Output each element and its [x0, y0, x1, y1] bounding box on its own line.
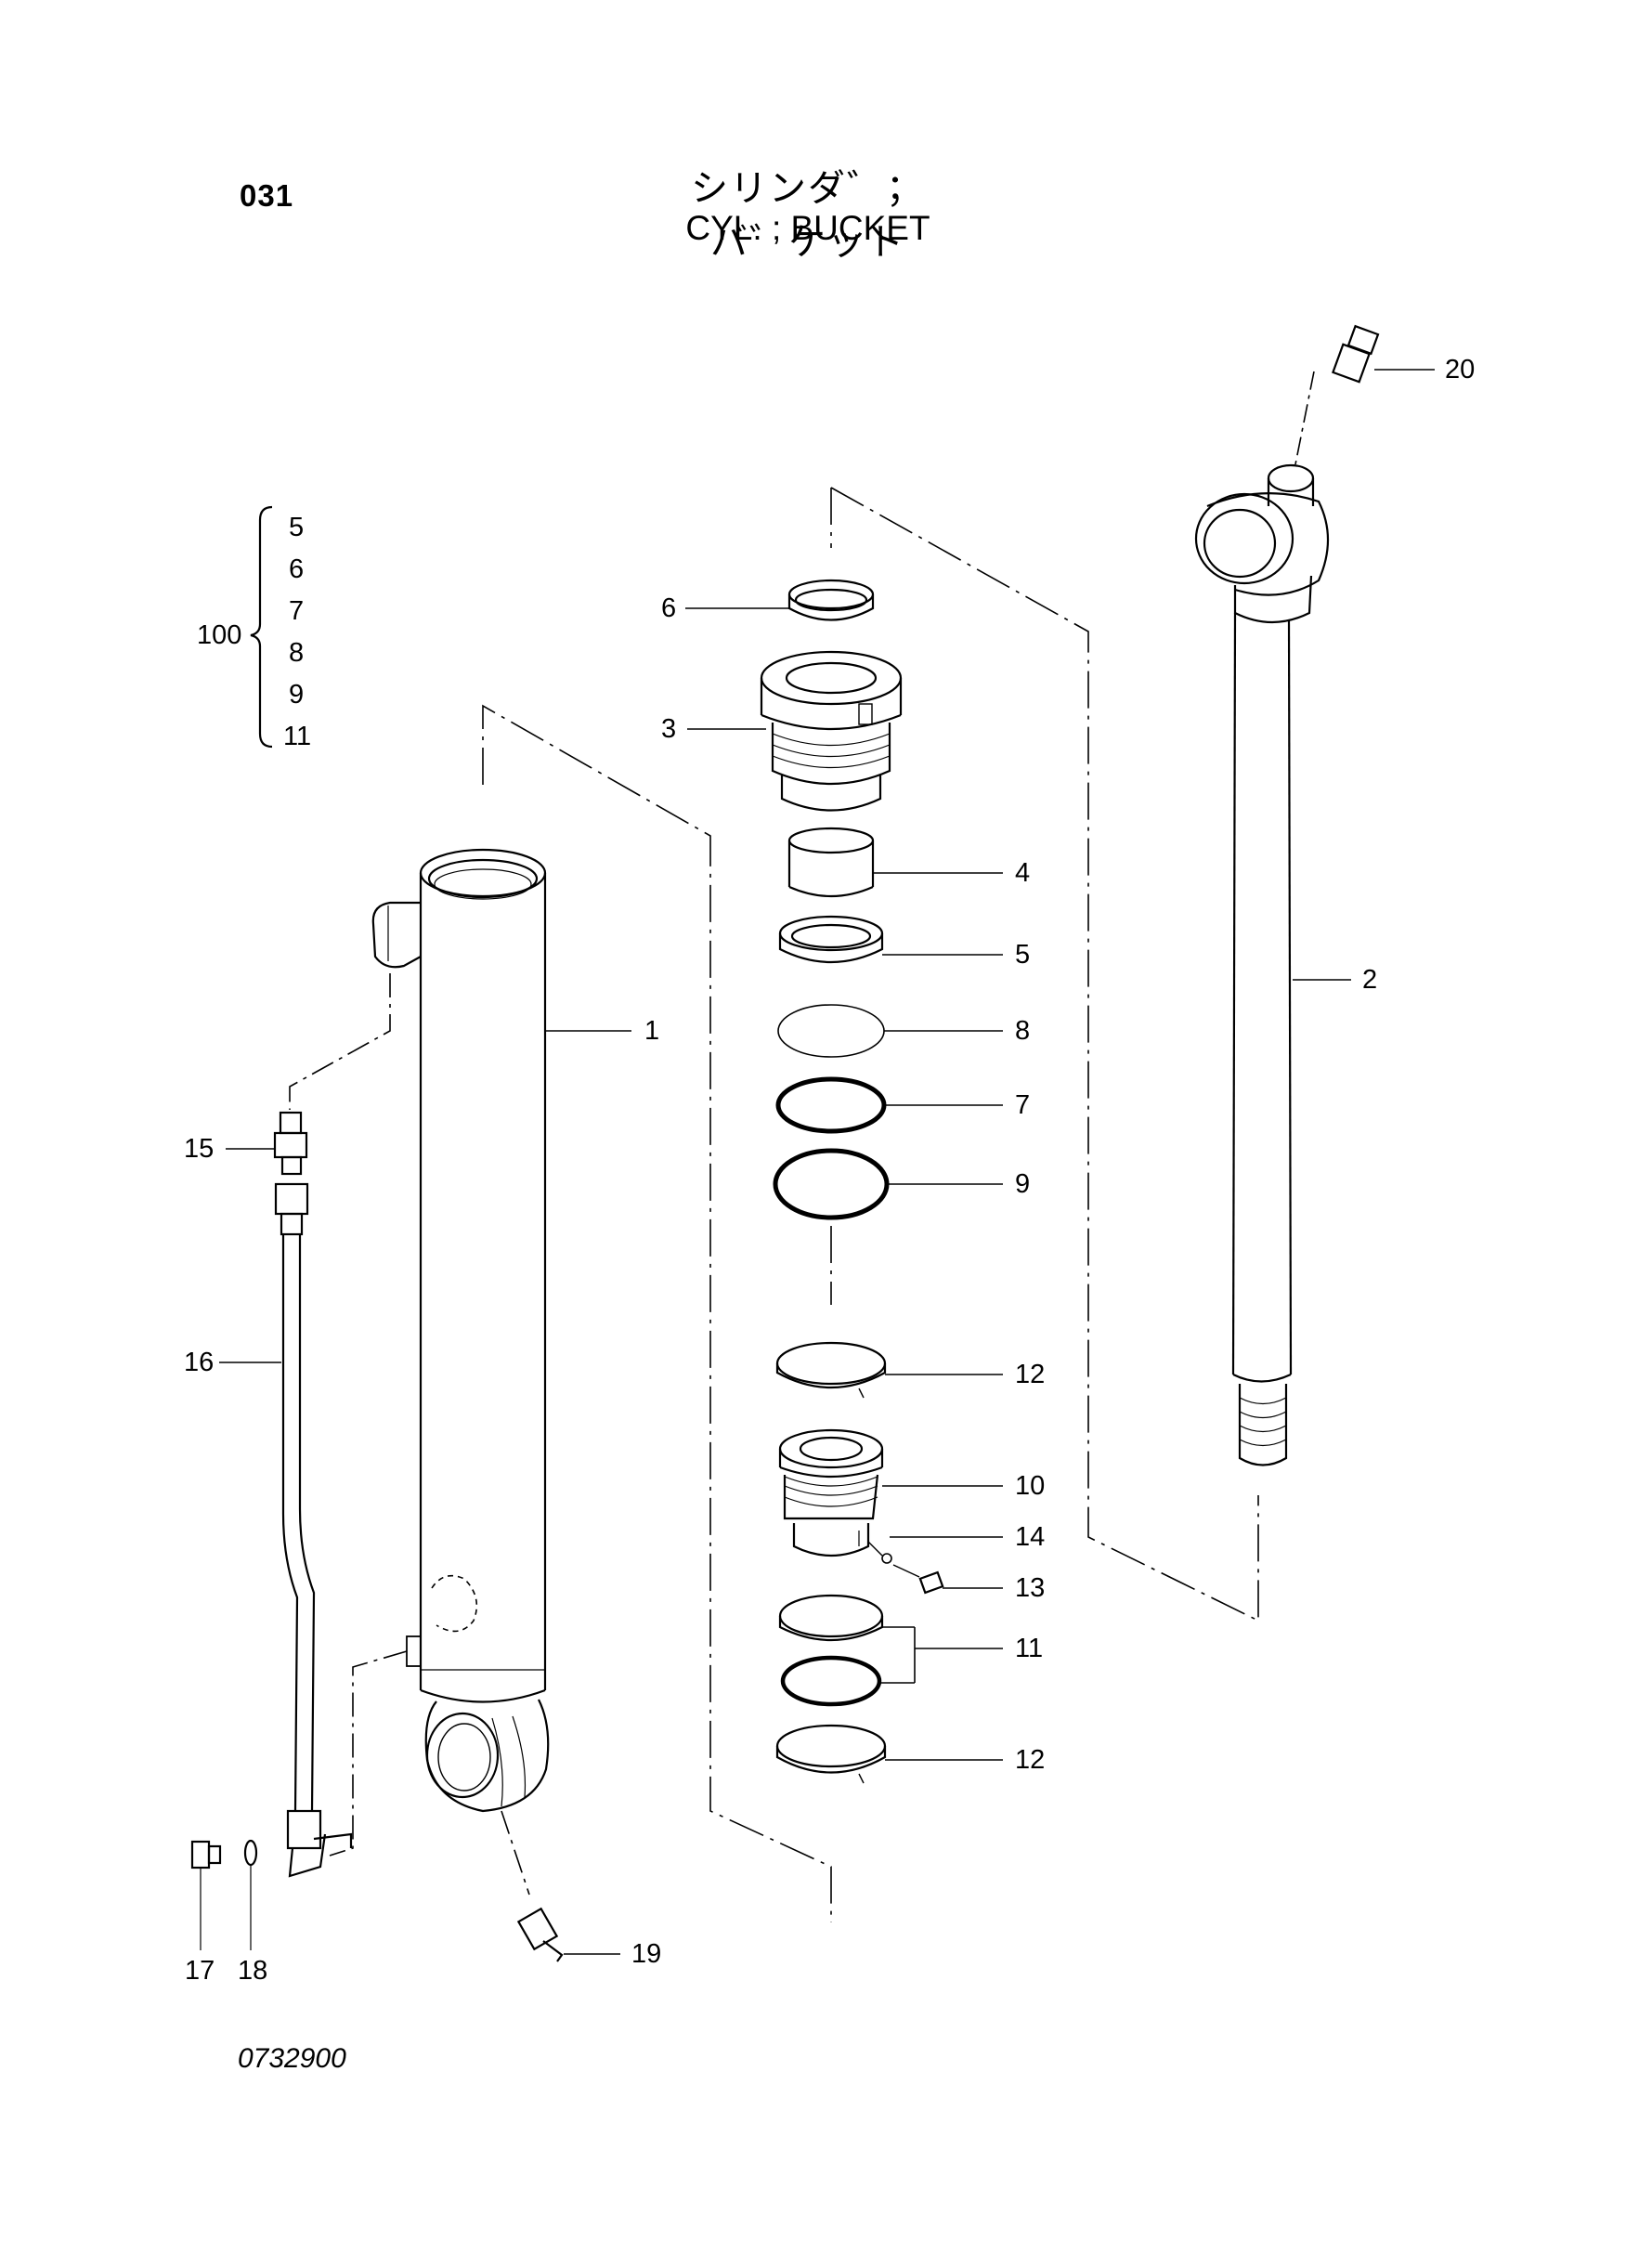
callout-15: 15	[184, 1134, 215, 1164]
kit-member: 11	[283, 722, 312, 751]
cylinder-head-3	[760, 650, 903, 812]
kit-member: 7	[289, 596, 305, 626]
kit-member: 5	[289, 513, 305, 542]
callout-16: 16	[184, 1348, 215, 1377]
piston-10	[778, 1428, 884, 1557]
kit-member: 9	[289, 680, 305, 710]
callout-12-upper: 12	[1015, 1360, 1046, 1389]
callout-1: 1	[644, 1016, 660, 1046]
callout-19: 19	[631, 1939, 662, 1969]
bushing-4	[787, 827, 875, 898]
dust-seal-6	[787, 579, 875, 621]
wear-ring-12-upper	[775, 1341, 887, 1399]
callout-13: 13	[1015, 1573, 1046, 1603]
callout-10: 10	[1015, 1471, 1046, 1501]
leader-lines	[219, 607, 1351, 1761]
pipe-assembly	[190, 973, 408, 1950]
grease-fitting-19	[501, 1810, 620, 1962]
set-screw-13	[892, 1564, 944, 1595]
callout-14: 14	[1015, 1522, 1046, 1552]
callout-9: 9	[1015, 1169, 1031, 1199]
callout-8: 8	[1015, 1016, 1031, 1046]
backup-ring-8	[777, 1004, 885, 1058]
grease-fitting-20	[1332, 324, 1435, 384]
title-japanese: シリンダ゛；バ゛ケット	[691, 167, 925, 264]
kit-brace	[250, 505, 273, 749]
wear-ring-12-lower	[775, 1724, 887, 1784]
callout-18: 18	[238, 1956, 268, 1986]
callout-5: 5	[1015, 940, 1031, 970]
callout-17: 17	[185, 1956, 215, 1986]
callout-2: 2	[1362, 965, 1378, 995]
o-ring-9	[773, 1148, 890, 1220]
callout-11: 11	[1015, 1634, 1044, 1663]
callout-20: 20	[1445, 355, 1476, 384]
drawing-number: 0732900	[238, 2043, 346, 2074]
kit-number: 100	[197, 620, 242, 650]
cylinder-tube	[371, 848, 550, 1813]
callout-3: 3	[661, 714, 677, 744]
callout-4: 4	[1015, 858, 1031, 888]
title-english: CYL. ; BUCKET	[685, 209, 930, 247]
o-ring-7	[775, 1076, 887, 1134]
kit-member: 6	[289, 554, 305, 584]
kit-member: 8	[289, 638, 305, 668]
page-number: 031	[240, 178, 294, 213]
callout-7: 7	[1015, 1090, 1031, 1120]
piston-rod	[1194, 371, 1330, 1466]
seal-kit-11	[778, 1594, 884, 1707]
seal-5	[778, 915, 884, 963]
steel-ball-14	[881, 1553, 892, 1564]
callout-12-lower: 12	[1015, 1745, 1046, 1775]
callout-6: 6	[661, 593, 677, 623]
